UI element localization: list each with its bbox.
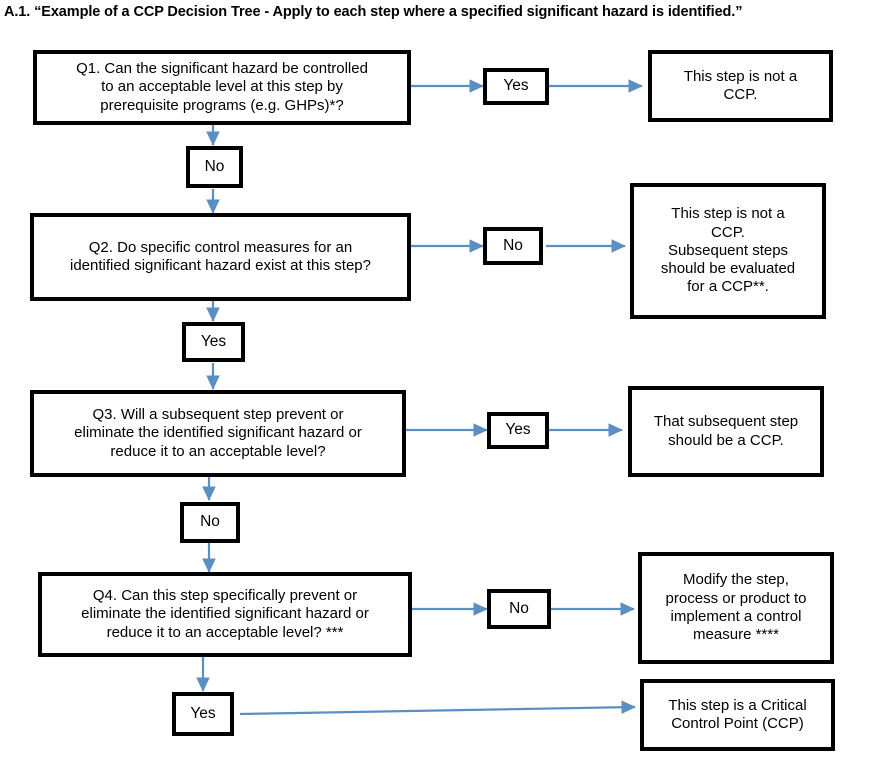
- question-box-q4[interactable]: Q4. Can this step specifically prevent o…: [38, 572, 412, 657]
- outcome-box-not-a-ccp-subsequent[interactable]: This step is not a CCP. Subsequent steps…: [630, 183, 826, 319]
- branch-box-q3-no[interactable]: No: [180, 502, 240, 543]
- outcome-critical-control-point-text: This step is a Critical Control Point (C…: [668, 696, 807, 732]
- branch-q4-no-label: No: [509, 599, 529, 617]
- branch-q1-no-label: No: [204, 157, 225, 175]
- branch-q3-no-label: No: [200, 513, 220, 531]
- page-title: A.1. “Example of a CCP Decision Tree - A…: [4, 4, 743, 20]
- branch-box-q4-no[interactable]: No: [487, 589, 551, 629]
- question-q2-text: Q2. Do specific control measures for an …: [69, 238, 371, 274]
- outcome-box-subsequent-step-ccp[interactable]: That subsequent step should be a CCP.: [628, 386, 824, 477]
- outcome-modify-step-text: Modify the step, process or product to i…: [665, 571, 807, 644]
- branch-q2-no-label: No: [503, 236, 523, 254]
- outcome-box-not-a-ccp[interactable]: This step is not a CCP.: [648, 50, 833, 122]
- branch-q4-yes-label: Yes: [190, 704, 216, 722]
- question-q3-text: Q3. Will a subsequent step prevent or el…: [74, 406, 362, 460]
- branch-box-q1-no[interactable]: No: [186, 146, 243, 188]
- question-box-q2[interactable]: Q2. Do specific control measures for an …: [30, 213, 411, 301]
- question-box-q1[interactable]: Q1. Can the significant hazard be contro…: [33, 50, 411, 125]
- branch-box-q2-yes[interactable]: Yes: [182, 322, 245, 362]
- question-q4-text: Q4. Can this step specifically prevent o…: [81, 587, 369, 641]
- outcome-box-modify-step[interactable]: Modify the step, process or product to i…: [638, 552, 834, 664]
- branch-box-q1-yes[interactable]: Yes: [483, 68, 549, 105]
- branch-q1-yes-label: Yes: [503, 77, 529, 95]
- branch-box-q2-no[interactable]: No: [483, 227, 543, 265]
- outcome-box-critical-control-point[interactable]: This step is a Critical Control Point (C…: [640, 679, 835, 751]
- outcome-not-a-ccp-subsequent-text: This step is not a CCP. Subsequent steps…: [660, 205, 796, 296]
- question-q1-text: Q1. Can the significant hazard be contro…: [76, 60, 368, 114]
- branch-box-q3-yes[interactable]: Yes: [487, 412, 549, 449]
- question-box-q3[interactable]: Q3. Will a subsequent step prevent or el…: [30, 390, 406, 477]
- branch-q3-yes-label: Yes: [505, 421, 531, 439]
- edge-yes-to-outcome5: [239, 700, 636, 716]
- outcome-subsequent-step-ccp-text: That subsequent step should be a CCP.: [653, 413, 799, 449]
- outcome-not-a-ccp-text: This step is not a CCP.: [683, 67, 798, 103]
- branch-box-q4-yes[interactable]: Yes: [172, 692, 234, 736]
- branch-q2-yes-label: Yes: [200, 332, 227, 350]
